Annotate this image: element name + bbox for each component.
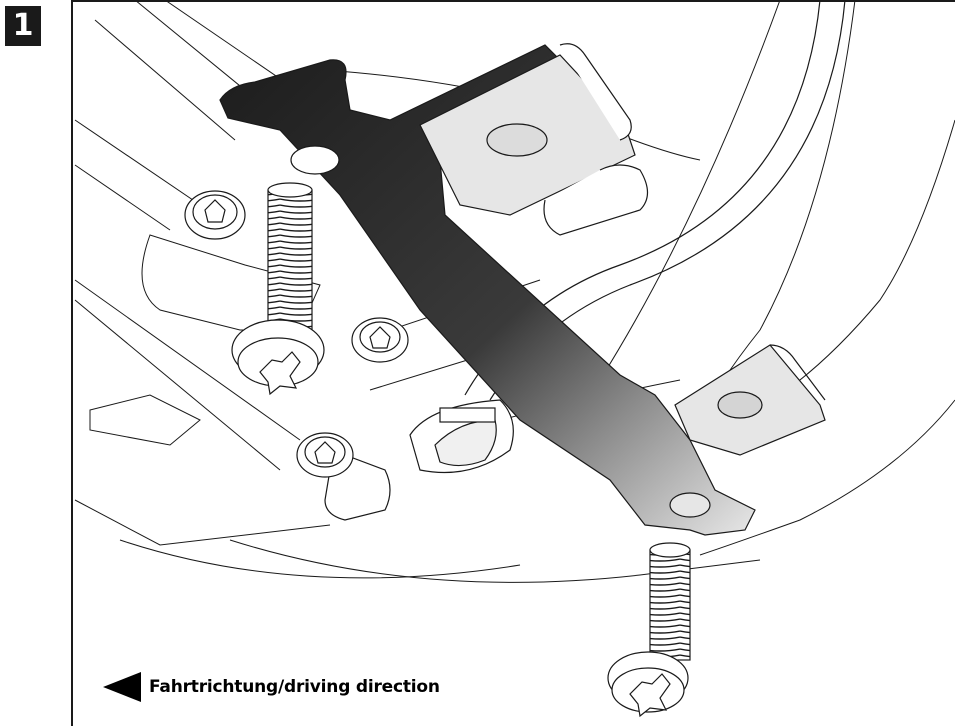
- torx-screw-upper: [231, 182, 325, 396]
- bracket-hole-upper: [290, 145, 340, 175]
- torx-screw-lower: [607, 542, 691, 718]
- driving-direction-label: Fahrtrichtung/driving direction: [149, 677, 440, 697]
- torx-screws-fixed: [184, 190, 409, 478]
- driving-direction-indicator: Fahrtrichtung/driving direction: [103, 672, 440, 702]
- mounting-bracket: [219, 44, 756, 536]
- bracket-hole-lower: [669, 492, 711, 518]
- left-arrow-icon: [103, 672, 141, 702]
- step-number-badge: 1: [5, 6, 41, 46]
- illustration-frame: [71, 0, 955, 726]
- clip-nut-upper: [419, 43, 649, 236]
- cable-tie-holder: [324, 399, 514, 521]
- clip-nut-lower: [674, 344, 826, 456]
